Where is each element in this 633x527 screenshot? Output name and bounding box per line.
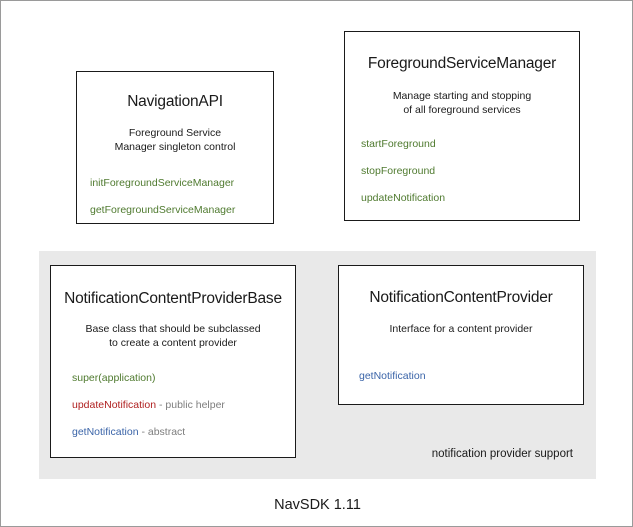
member-name: startForeground bbox=[361, 138, 436, 150]
class-description-line: to create a content provider bbox=[109, 336, 237, 349]
class-box-navigation-api[interactable]: NavigationAPI Foreground Service Manager… bbox=[76, 71, 274, 224]
member-name: initForegroundServiceManager bbox=[90, 177, 235, 189]
member-row: stopForeground bbox=[361, 164, 579, 178]
footer-caption: NavSDK 1.11 bbox=[274, 497, 361, 513]
class-description-line: of all foreground services bbox=[403, 103, 521, 116]
member-row: updateNotification bbox=[361, 191, 579, 205]
member-row: getNotification bbox=[359, 369, 583, 383]
member-name: getNotification bbox=[359, 369, 426, 382]
class-description: Base class that should be subclassed to … bbox=[51, 323, 295, 350]
member-row: getForegroundServiceManager bbox=[90, 203, 273, 217]
member-row: startForeground bbox=[361, 137, 579, 151]
member-name: stopForeground bbox=[361, 165, 436, 177]
member-note: - public helper bbox=[156, 399, 225, 411]
class-description-line: Foreground Service bbox=[128, 127, 222, 139]
member-list: super(application) updateNotification - … bbox=[51, 371, 295, 439]
class-description: Interface for a content provider bbox=[339, 323, 583, 337]
class-description-line: Manager singleton control bbox=[114, 140, 236, 153]
member-list: startForeground stopForeground updateNot… bbox=[345, 137, 579, 205]
member-list: initForegroundServiceManager getForegrou… bbox=[77, 176, 273, 217]
member-row: updateNotification - public helper bbox=[72, 398, 295, 412]
member-row: super(application) bbox=[72, 371, 295, 385]
class-description-line: Interface for a content provider bbox=[389, 323, 533, 335]
member-name: getForegroundServiceManager bbox=[90, 204, 236, 216]
class-box-foreground-service-manager[interactable]: ForegroundServiceManager Manage starting… bbox=[344, 31, 580, 221]
class-description: Foreground Service Manager singleton con… bbox=[77, 127, 273, 154]
member-name: updateNotification bbox=[72, 399, 157, 411]
class-box-notification-content-provider[interactable]: NotificationContentProvider Interface fo… bbox=[338, 265, 584, 405]
notification-provider-support-label: notification provider support bbox=[431, 448, 573, 460]
member-list: getNotification bbox=[339, 369, 583, 383]
member-name: getNotification bbox=[72, 426, 139, 438]
member-name: super(application) bbox=[72, 372, 156, 384]
class-title: ForegroundServiceManager bbox=[367, 55, 557, 72]
member-name: updateNotification bbox=[361, 192, 446, 204]
class-description-line: Base class that should be subclassed bbox=[85, 323, 261, 335]
class-title: NotificationContentProviderBase bbox=[64, 290, 282, 307]
member-row: getNotification - abstract bbox=[72, 425, 295, 439]
class-title: NavigationAPI bbox=[127, 93, 223, 110]
class-description: Manage starting and stopping of all fore… bbox=[345, 90, 579, 117]
member-row: initForegroundServiceManager bbox=[90, 176, 273, 190]
class-title: NotificationContentProvider bbox=[369, 289, 553, 306]
class-box-notification-content-provider-base[interactable]: NotificationContentProviderBase Base cla… bbox=[50, 265, 296, 458]
class-description-line: Manage starting and stopping bbox=[392, 90, 532, 102]
member-note: - abstract bbox=[138, 426, 186, 438]
